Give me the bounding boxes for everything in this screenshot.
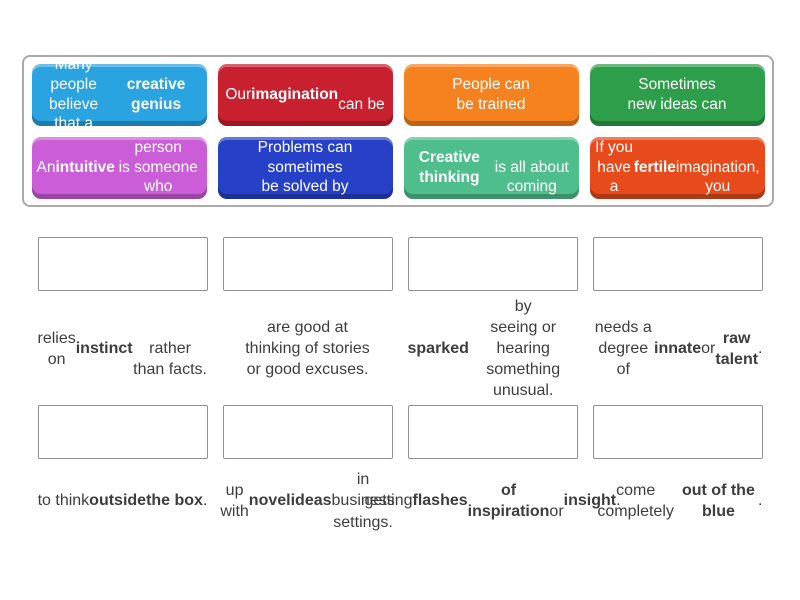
match-tile[interactable]: Problems can sometimes be solved by xyxy=(217,136,393,199)
answer-slot[interactable] xyxy=(222,405,393,459)
match-tile[interactable]: Many people believe that a creative geni… xyxy=(31,56,207,132)
match-tile[interactable]: An intuitive person is someone who xyxy=(31,136,207,199)
answer-text: sparked by seeing or hearing something u… xyxy=(407,298,561,400)
answer-text: to think outside the box. xyxy=(37,492,208,510)
answer-slot[interactable] xyxy=(37,405,208,459)
match-tile[interactable]: Creative thinking is all about coming xyxy=(403,136,579,199)
answer-slot[interactable] xyxy=(592,237,763,291)
answer-text: up with novel ideas in business settings… xyxy=(220,471,395,531)
answer-slot[interactable] xyxy=(37,237,208,291)
match-tile[interactable]: Sometimes new ideas can xyxy=(589,63,765,126)
answer-text: come completely out of the blue. xyxy=(597,481,763,520)
answer-slot[interactable] xyxy=(222,237,393,291)
match-tile[interactable]: People can be trained xyxy=(403,63,579,126)
answer-text-row: to think outside the box. up with novel … xyxy=(22,464,778,538)
answer-text: needs a degree of innate or raw talent. xyxy=(594,319,763,379)
drop-slot-row xyxy=(22,237,778,291)
tile-bank-panel: Many people believe that a creative geni… xyxy=(22,55,774,207)
answer-slot[interactable] xyxy=(407,405,578,459)
answer-slot[interactable] xyxy=(592,405,763,459)
answer-text-row: relies on instinct rather than facts. ar… xyxy=(22,296,778,399)
drop-slot-row xyxy=(22,405,778,459)
match-tile[interactable]: Our imagination can be xyxy=(217,63,393,126)
answer-slot[interactable] xyxy=(407,237,578,291)
answer-text: getting flashes of inspiration or insigh… xyxy=(364,481,621,520)
answer-text: are good at thinking of stories or good … xyxy=(245,319,370,379)
match-tile[interactable]: If you have a fertile imagination, you xyxy=(589,136,765,199)
answer-text: relies on instinct rather than facts. xyxy=(37,329,207,379)
